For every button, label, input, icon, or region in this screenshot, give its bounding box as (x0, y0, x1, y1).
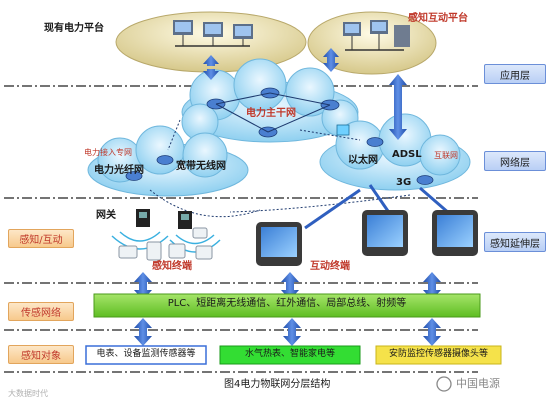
sensor-terminals (118, 227, 213, 261)
transmission-network-label: 传感网络 (8, 302, 74, 321)
extension-layer-label: 感知延伸层 (484, 232, 546, 252)
gateway-devices (136, 209, 192, 229)
appliances-text: 水气热表、智能家电等 (244, 349, 335, 359)
backbone-links (215, 92, 331, 133)
watermark-left: 大数据时代 (8, 389, 48, 398)
security-text: 安防监控传感器摄像头等 (388, 349, 488, 359)
cloud-to-terminal-arrows (304, 184, 451, 230)
interactive-terminal-label: 互动终端 (310, 261, 350, 272)
backbone-label: 电力主干网 (246, 108, 296, 119)
application-layer-label: 应用层 (484, 64, 546, 84)
transmission-bar-bg (93, 293, 481, 318)
gateway-label: 网关 (96, 210, 116, 221)
3g-label: 3G (396, 177, 412, 188)
wireless-network-label: 宽带无线网 (176, 161, 226, 172)
sense-interact-label: 感知/互动 (8, 229, 74, 248)
public-cloud (319, 113, 471, 191)
access-cloud (87, 125, 249, 197)
watermark-icon (436, 376, 452, 392)
sensing-objects-label: 感知对象 (8, 345, 74, 364)
watermark-right: 中国电源 (456, 377, 500, 390)
dotted-links (149, 119, 411, 218)
backbone-cloud (181, 58, 359, 143)
adsl-label: ADSL (392, 149, 422, 160)
access-private-label: 电力接入专网 (84, 148, 132, 157)
network-layer-label: 网络层 (484, 151, 546, 171)
sensing-platform-label: 感知互动平台 (408, 13, 468, 24)
figure-caption: 图4电力物联网分层结构 (224, 379, 331, 390)
interactive-terminals (256, 210, 478, 266)
meters-box (85, 345, 207, 365)
fiber-network-label: 电力光纤网 (94, 165, 144, 176)
sensing-interaction-platform (307, 11, 437, 75)
appliances-box (219, 345, 361, 365)
vertical-arrows (134, 48, 441, 346)
internet-label: 互联网 (434, 151, 458, 160)
meters-text: 电表、设备监测传感器等 (96, 349, 196, 359)
power-platform (115, 11, 307, 73)
transmission-bar-text: PLC、短距离无线通信、红外通信、局部总线、射频等 (167, 298, 407, 309)
sense-terminal-label: 感知终端 (152, 261, 192, 272)
ethernet-label: 以太网 (348, 155, 378, 166)
power-platform-label: 现有电力平台 (44, 23, 104, 34)
security-box (375, 345, 502, 365)
